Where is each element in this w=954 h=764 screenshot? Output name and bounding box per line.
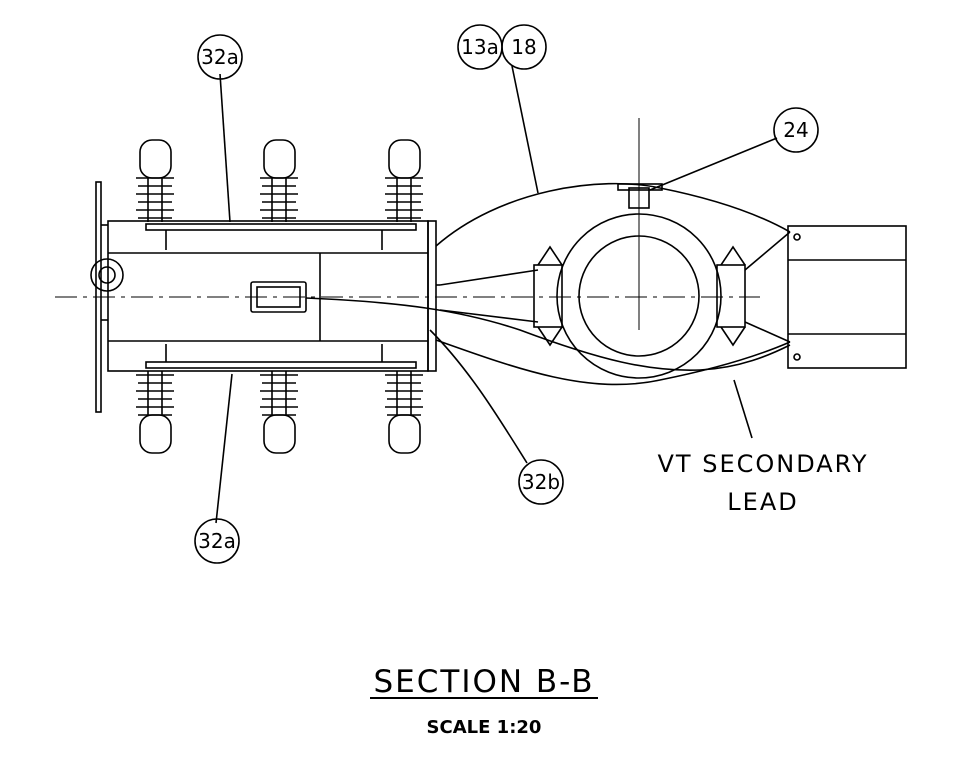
callout-label-32a-bottom: 32a [198,529,236,553]
callout-circle-32a-top [197,34,243,80]
callout-circle-32a-bottom [194,518,240,564]
callout-circle-24 [773,107,819,153]
voltage-transformer [435,182,791,386]
breaker-box [107,220,437,372]
leader-13a-18 [511,65,539,194]
callout-circle-32b [518,459,564,505]
lead-label-line1: VT SECONDARY [658,450,869,478]
leader-32a-bottom [215,373,233,524]
callout-label-32b: 32b [522,470,560,494]
secondary-enclosure [787,225,907,369]
callout-label-18: 18 [511,35,536,59]
insulator-bottom-1 [136,371,174,454]
callout-label-32a-top: 32a [201,45,239,69]
insulator-bottom-3 [385,371,423,454]
callout-circle-18 [501,24,547,70]
section-title: SECTION B-B [373,664,594,700]
leader-vt-lead [733,379,753,439]
mounting-plate [90,181,124,413]
secondary-lead-wire [305,297,791,372]
leader-32b [429,329,528,464]
insulator-top-1 [136,139,174,222]
lead-label-line2: LEAD [727,488,798,516]
insulator-top-2 [260,139,298,222]
leader-32a-top [219,73,231,223]
insulator-bottom-2 [260,371,298,454]
insulator-top-3 [385,139,423,222]
callout-label-24: 24 [783,118,808,142]
callout-label-13a: 13a [461,35,499,59]
scale-label: SCALE 1:20 [427,717,542,738]
leader-24 [649,137,778,191]
